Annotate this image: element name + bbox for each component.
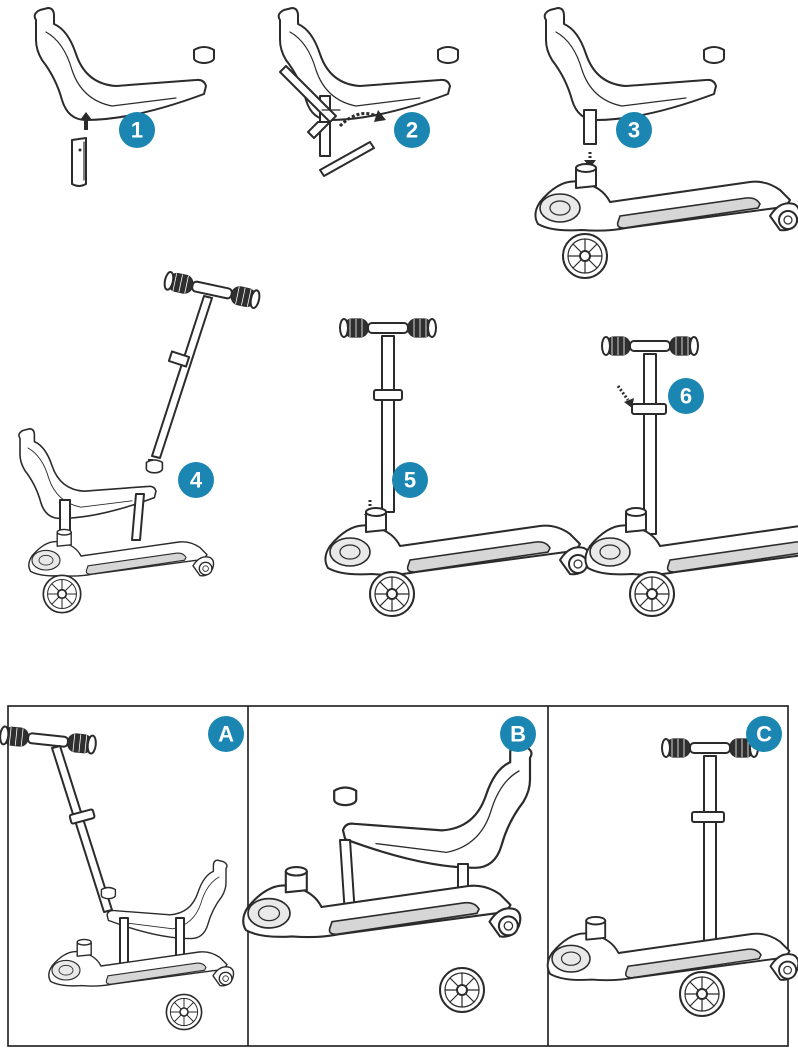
rotate-arrow-icon	[338, 110, 386, 128]
mode-badge-b: B	[500, 716, 536, 752]
mode-panels-frame	[7, 705, 789, 1047]
mode-b-figure	[242, 743, 533, 1013]
scooter-base-illustration	[534, 163, 798, 232]
handlebar-illustration	[601, 336, 699, 535]
svg-text:1: 1	[131, 118, 143, 143]
up-arrow-icon	[80, 112, 92, 130]
handlebar-illustration	[148, 270, 262, 466]
mode-badge-c: C	[746, 716, 782, 752]
seat-illustration	[277, 7, 459, 121]
mode-badge-a: A	[208, 716, 244, 752]
handlebar-illustration	[339, 318, 437, 513]
svg-text:4: 4	[190, 468, 203, 493]
step-5-figure	[324, 318, 591, 617]
mode-panels	[7, 705, 789, 1047]
hex-key-icon	[279, 65, 375, 177]
svg-text:A: A	[218, 722, 234, 747]
step-2-figure	[277, 7, 459, 177]
step-badge-6: 6	[668, 378, 704, 414]
tighten-arrow-icon	[616, 385, 634, 408]
seat-tube	[583, 109, 597, 145]
step-badge-1: 1	[119, 112, 155, 148]
seat-illustration	[543, 7, 725, 121]
mode-c-figure	[546, 738, 798, 1017]
step-4-figure	[18, 270, 262, 614]
step-1-figure	[33, 7, 215, 187]
step-badge-2: 2	[394, 112, 430, 148]
seat-tube	[71, 137, 87, 187]
svg-text:5: 5	[404, 468, 416, 493]
svg-text:C: C	[756, 722, 772, 747]
step-6-figure	[584, 336, 798, 617]
rear-wheel	[562, 233, 608, 279]
svg-text:3: 3	[628, 118, 640, 143]
step-badge-5: 5	[392, 462, 428, 498]
svg-text:2: 2	[406, 118, 418, 143]
step-badge-4: 4	[178, 462, 214, 498]
seat-illustration	[33, 7, 215, 121]
step-badge-3: 3	[616, 112, 652, 148]
step-3-figure	[534, 7, 798, 279]
svg-text:B: B	[510, 722, 526, 747]
svg-text:6: 6	[680, 384, 692, 409]
mode-a-figure	[0, 725, 235, 1031]
